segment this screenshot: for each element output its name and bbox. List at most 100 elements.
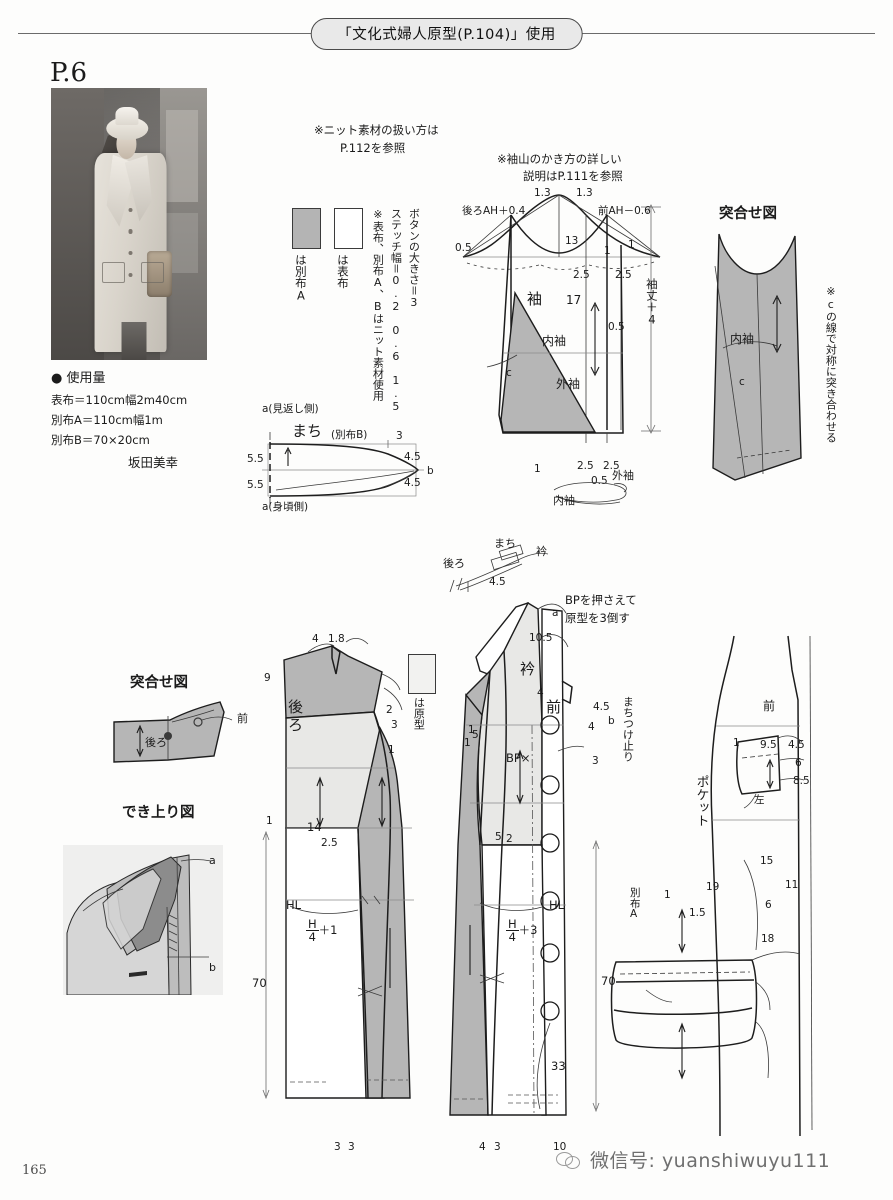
back-dim-top1: 4 [312, 633, 319, 645]
gusset-diagram [262, 432, 424, 506]
back-dim-dart: 2.5 [321, 837, 338, 849]
sleeve-back-ah: 後ろAH＋0.4 [462, 205, 526, 217]
photo-hat-crown [115, 107, 139, 125]
back-piece-title-1: 後 [288, 698, 304, 716]
gusset-a-body: a(身頃側) [262, 501, 309, 513]
pocket-fabric-a-l2: 布 [630, 897, 641, 910]
back-dim-hem2: 3 [348, 1141, 355, 1153]
photo-pocket [102, 262, 125, 284]
pocket-diagram [610, 635, 813, 1137]
front-piece-diagram [449, 602, 600, 1116]
collar-mini-dim: 4.5 [489, 576, 506, 588]
gusset-dim-r2: 4.5 [404, 477, 421, 489]
front-dim-shoulder2: 5 [495, 831, 502, 843]
front-point-b: b [608, 715, 615, 727]
gusset-title: まち [292, 422, 323, 440]
legend-sloper-label: は原型 [412, 697, 426, 730]
pocket-flap-width: 9.5 [760, 739, 777, 751]
front-collar-dim: 10.5 [529, 632, 553, 644]
back-dim-shoulder: 9 [264, 672, 271, 684]
gusset-dim-top: 5.5 [247, 453, 264, 465]
back-dim-neck2: 3 [391, 719, 398, 731]
note-stitch-width: ステッチ幅＝0.2 0.6 1.5 [389, 208, 403, 413]
collar-butt-diagram [113, 701, 233, 763]
sleeve-side-05: 0.5 [608, 321, 625, 333]
page-label: P.6 [50, 58, 88, 88]
usage-heading-text: 使用量 [66, 371, 106, 386]
collar-mini-diagram [449, 544, 549, 593]
back-hip-add: ＋1 [318, 923, 338, 938]
bp-note-line-1: BPを押さえて [565, 593, 637, 607]
collar-mini-gusset: まち [494, 537, 516, 550]
sleeve-hem-small: 0.5 [591, 475, 608, 487]
back-dim-length: 70 [252, 976, 267, 990]
sleeve-right-ease-1: 1 [628, 239, 635, 251]
back-hip-numerator: H [306, 917, 319, 932]
pocket-flap-right: 4.5 [788, 739, 805, 751]
legend-swatch-sloper [408, 654, 436, 694]
header-banner: 「文化式婦人原型(P.104)」使用 [310, 18, 583, 50]
gusset-dim-right-top: 3 [396, 430, 403, 442]
pocket-fabric-a: 別 布 A [630, 888, 641, 920]
back-dim-waist: 14 [307, 820, 322, 834]
sleeve-note-line-2: 説明はP.111を参照 [523, 169, 623, 183]
finished-point-a: a [209, 854, 216, 867]
back-dim-side: 1 [266, 815, 273, 827]
usage-line-2: 別布A＝110cm幅1m [51, 413, 163, 427]
legend-gray-label: は別布A [293, 254, 308, 303]
usage-line-1: 表布＝110cm幅2m40cm [51, 393, 188, 407]
collar-notch-dim: 4 [537, 687, 544, 699]
back-dim-neck1: 2 [386, 704, 393, 716]
front-gusset-4: 4 [588, 721, 595, 733]
butt-sleeve-point-c: c [739, 376, 745, 388]
back-hl-label: HL [286, 898, 302, 912]
pocket-body-15: 1.5 [689, 907, 706, 919]
pocket-pos-11: 11 [785, 879, 799, 891]
sleeve-fold-diagram [553, 482, 627, 505]
gusset-point-b: b [427, 465, 434, 477]
pocket-left-label: 左 [754, 794, 765, 806]
front-waist-dart: 2 [506, 833, 513, 845]
sleeve-cap-height: 13 [565, 235, 579, 247]
front-piece-title: 前 [546, 698, 562, 716]
sleeve-note-line-1: ※袖山のかき方の詳しい [497, 152, 622, 166]
sleeve-diagram [462, 194, 661, 443]
wechat-icon [556, 1150, 582, 1170]
gusset-dim-bottom: 5.5 [247, 479, 264, 491]
finished-title: でき上り図 [122, 805, 195, 821]
collar-point-a: a [552, 607, 559, 619]
sleeve-notch-right: 2.5 [615, 269, 632, 281]
knit-note-line-2: P.112を参照 [340, 141, 406, 155]
front-dim-hem2: 3 [494, 1141, 501, 1153]
butt-sleeve-inner-label: 内袖 [730, 332, 755, 346]
sleeve-legend-outer: 外袖 [612, 469, 634, 482]
back-dim-hem1: 3 [334, 1141, 341, 1153]
legend-swatch-white [334, 208, 363, 249]
photo-legs [121, 321, 147, 360]
front-gusset-stop: まちつけ止り [621, 696, 635, 762]
front-hip-add: ＋3 [518, 923, 538, 938]
sleeve-hem-left: 1 [534, 463, 541, 475]
finished-point-b: b [209, 961, 216, 974]
sleeve-front-ah: 前AH－0.6 [598, 205, 651, 217]
pocket-fabric-a-l3: A [630, 908, 638, 920]
sleeve-hem-mid-left: 2.5 [577, 460, 594, 472]
page-number: 165 [22, 1163, 47, 1178]
back-piece-diagram [262, 638, 414, 1100]
photo-button [128, 207, 133, 212]
usage-line-3: 別布B＝70×20cm [51, 433, 150, 447]
sleeve-right-ease-2: 1 [604, 245, 611, 257]
sleeve-hem-mid-right: 2.5 [603, 460, 620, 472]
legend-swatch-gray [292, 208, 321, 249]
gusset-dim-r1: 4.5 [404, 451, 421, 463]
photo-button [128, 251, 133, 256]
front-hip-formula: H 4 ＋3 [506, 918, 537, 943]
butt-sleeve-title: 突合せ図 [719, 206, 777, 222]
note-button-size: ボタンの大きさ＝3 [407, 208, 421, 309]
front-dim-vent: 33 [551, 1059, 566, 1073]
pocket-body-width: 19 [706, 881, 720, 893]
front-gusset-dim: 4.5 [593, 701, 610, 713]
watermark-text: 微信号: yuanshiwuyu111 [590, 1150, 831, 1172]
pocket-flap-6: 6 [795, 757, 802, 769]
